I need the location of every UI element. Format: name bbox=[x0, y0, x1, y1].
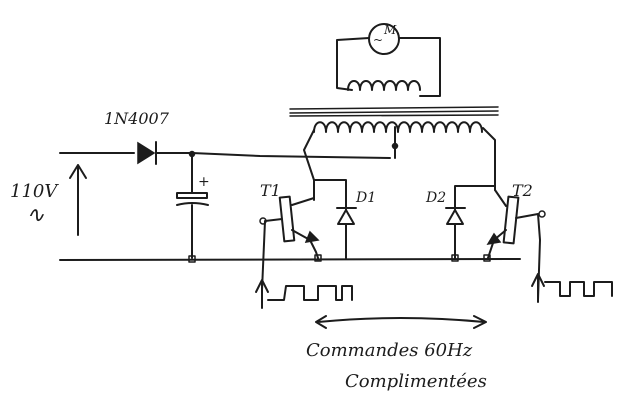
t2-legs bbox=[487, 189, 507, 259]
t1-label: T1 bbox=[260, 181, 281, 200]
t2-control-arrow bbox=[531, 273, 545, 303]
complementary-arrow bbox=[315, 315, 487, 329]
t1-base-node bbox=[259, 217, 267, 225]
d1-label: D1 bbox=[355, 190, 376, 206]
t2-base-node bbox=[538, 210, 546, 218]
supply-voltage-arrow bbox=[69, 164, 87, 236]
capacitor-plate-bottom bbox=[176, 202, 209, 206]
motor-wiring bbox=[336, 37, 441, 97]
primary-winding bbox=[313, 121, 483, 133]
d1-diode-bar bbox=[336, 207, 357, 259]
primary-left-lead bbox=[303, 129, 315, 181]
t1-base-wire bbox=[261, 218, 283, 291]
t2-emitter-arrow bbox=[486, 232, 502, 246]
t1-control-arrow bbox=[255, 279, 269, 309]
ac-symbol: ∿ bbox=[26, 203, 45, 228]
d2-anode-node bbox=[451, 254, 459, 262]
t1-legs bbox=[291, 197, 319, 259]
t2-emitter-node bbox=[483, 254, 491, 262]
t1-emitter-node bbox=[314, 254, 322, 262]
caption-line2: Complimentées bbox=[345, 371, 487, 392]
t2-label: T2 bbox=[512, 181, 533, 200]
junction-square bbox=[188, 255, 196, 263]
d2-diode-symbol bbox=[446, 209, 464, 225]
t2-body bbox=[502, 195, 520, 245]
t1-collector-wire bbox=[313, 179, 347, 211]
primary-right-lead bbox=[482, 127, 496, 191]
transformer-core bbox=[289, 106, 499, 117]
rectified-wire bbox=[155, 152, 391, 159]
t2-square-wave bbox=[544, 281, 613, 297]
motor-letter: M bbox=[383, 23, 397, 37]
t1-emitter-arrow bbox=[304, 230, 320, 243]
d1-diode-symbol bbox=[337, 209, 355, 225]
t1-square-wave bbox=[267, 285, 353, 301]
motor-tilde: ~ bbox=[373, 33, 383, 47]
t2-collector-wire bbox=[454, 185, 496, 211]
d2-diode-bar bbox=[445, 207, 466, 259]
secondary-winding bbox=[347, 80, 421, 91]
caption-line1: Commandes 60Hz bbox=[306, 340, 473, 361]
t2-base-wire bbox=[515, 213, 541, 301]
capacitor-plate-top bbox=[176, 192, 208, 199]
input-bottom-wire bbox=[59, 258, 521, 261]
supply-voltage-label: 110V bbox=[10, 181, 59, 202]
capacitor-polarity: + bbox=[198, 174, 210, 190]
input-diode-symbol bbox=[137, 141, 156, 165]
diode-part-label: 1N4007 bbox=[104, 109, 170, 128]
d2-label: D2 bbox=[425, 190, 446, 206]
